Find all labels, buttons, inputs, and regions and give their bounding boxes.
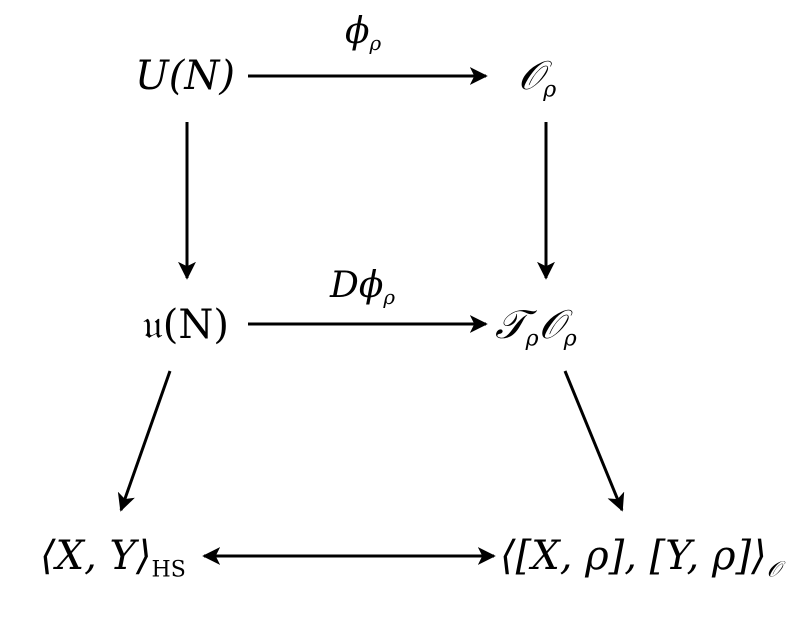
arrow-left-diagonal [117,370,172,512]
arrow-right-diagonal [563,370,625,512]
node-unitary-group: U(N) [135,56,235,96]
node-orbit-base: 𝒪 [518,53,544,99]
node-orbit-metric: ⟨[X, ρ], [Y, ρ]⟩𝒪 [500,533,781,581]
node-tangent-sub2: ρ [563,326,577,352]
label-phi-rho-base: ϕ [345,11,370,52]
label-phi-rho-sub: ρ [369,31,382,55]
label-dphi-rho-base: Dϕ [330,265,384,306]
node-om-sub: 𝒪 [766,557,781,583]
node-unitary-group-text: U(N) [135,53,235,99]
node-tangent-sub1: ρ [525,326,539,352]
node-lie-algebra: 𝔲(N) [143,305,229,345]
node-tangent-base1: 𝒯 [495,302,526,348]
node-orbit: 𝒪ρ [518,53,556,101]
node-orbit-sub: ρ [543,77,557,103]
node-hs-sub: HS [151,557,186,583]
node-hilbert-schmidt: ⟨X, Y⟩HS [40,533,186,581]
node-lie-algebra-text: 𝔲(N) [143,302,229,348]
label-phi-rho: ϕρ [345,11,381,54]
node-hs-base: ⟨X, Y⟩ [40,533,152,579]
node-tangent-space: 𝒯ρ𝒪ρ [495,302,577,350]
label-dphi-rho: Dϕρ [330,265,395,308]
label-dphi-rho-sub: ρ [383,285,396,309]
node-om-base: ⟨[X, ρ], [Y, ρ]⟩ [500,533,767,579]
node-tangent-base2: 𝒪 [538,302,564,348]
